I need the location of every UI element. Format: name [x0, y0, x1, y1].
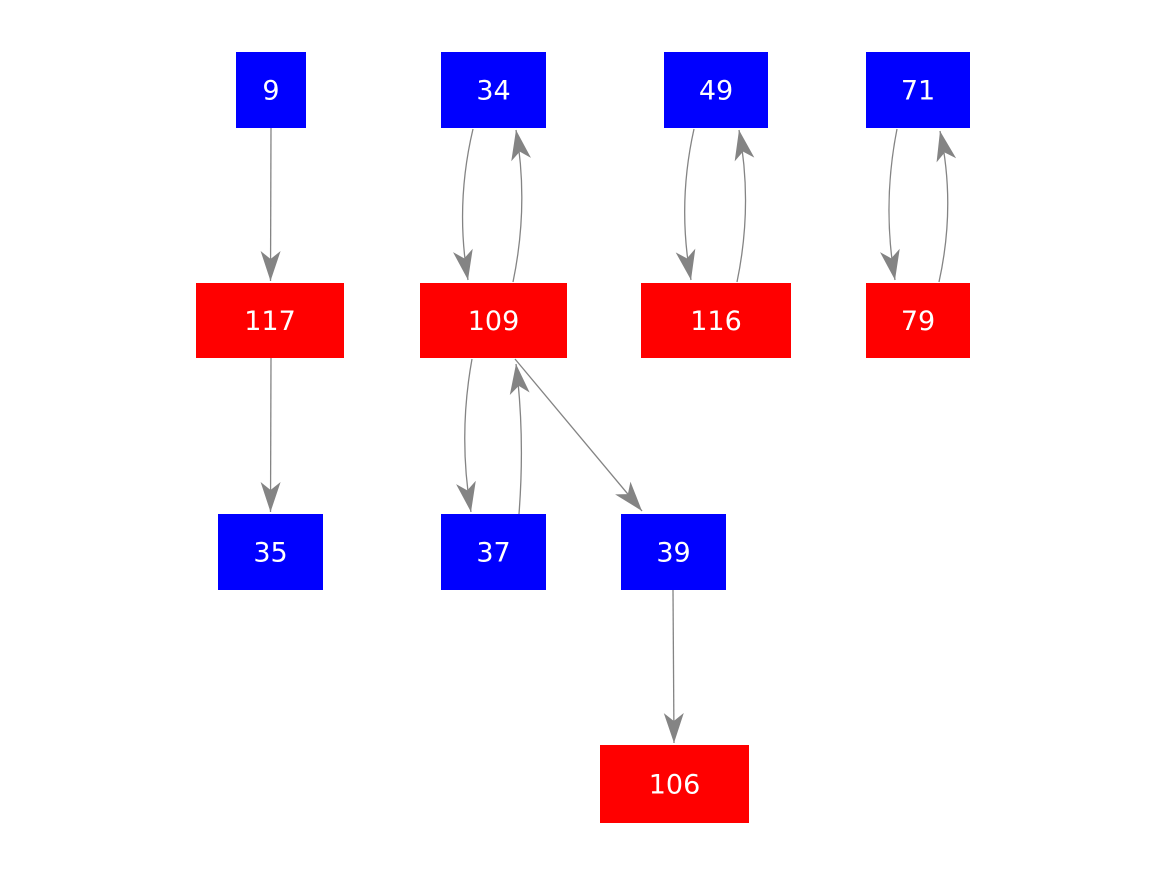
edge-49-to-116: [675, 128, 696, 281]
node-rect-109: [420, 283, 567, 358]
node-37: 37: [441, 514, 546, 590]
edge-116-to-49: [734, 129, 755, 283]
node-34: 34: [441, 52, 546, 128]
edge-79-to-71: [936, 130, 957, 283]
nodes-layer: 9 34 49 71 117 109 116 79 35 37 39 106: [196, 52, 970, 823]
node-rect-116: [641, 283, 791, 358]
node-label-39: 39: [656, 538, 690, 569]
node-rect-37: [441, 514, 546, 590]
edge-37-to-109: [509, 363, 530, 515]
node-116: 116: [641, 283, 791, 358]
node-label-9: 9: [262, 76, 279, 107]
node-79: 79: [866, 283, 970, 358]
edge-9-to-117: [260, 127, 281, 282]
edge-109-to-39: [514, 358, 643, 512]
node-106: 106: [600, 745, 749, 823]
node-9: 9: [236, 52, 306, 128]
node-label-37: 37: [476, 538, 510, 569]
node-label-109: 109: [468, 306, 520, 337]
edge-71-to-79: [880, 128, 900, 281]
edge-109-to-34: [511, 129, 531, 283]
node-label-34: 34: [476, 76, 510, 107]
node-rect-106: [600, 745, 749, 823]
edges-layer: [260, 127, 957, 744]
node-label-49: 49: [699, 76, 733, 107]
node-rect-9: [236, 52, 306, 128]
node-109: 109: [420, 283, 567, 358]
node-rect-34: [441, 52, 546, 128]
node-label-117: 117: [244, 306, 296, 337]
edge-34-to-109: [453, 128, 474, 281]
node-rect-39: [621, 514, 726, 590]
node-39: 39: [621, 514, 726, 590]
node-label-116: 116: [690, 306, 742, 337]
edge-117-to-35: [260, 357, 281, 513]
node-49: 49: [664, 52, 768, 128]
edge-39-to-106: [663, 589, 684, 744]
node-label-35: 35: [253, 538, 287, 569]
node-rect-79: [866, 283, 970, 358]
node-rect-117: [196, 283, 344, 358]
node-rect-49: [664, 52, 768, 128]
node-117: 117: [196, 283, 344, 358]
node-35: 35: [218, 514, 323, 590]
edge-109-to-37: [456, 358, 476, 513]
node-71: 71: [866, 52, 970, 128]
node-rect-71: [866, 52, 970, 128]
node-label-79: 79: [901, 306, 935, 337]
node-label-71: 71: [901, 76, 935, 107]
node-label-106: 106: [649, 770, 701, 801]
node-rect-35: [218, 514, 323, 590]
